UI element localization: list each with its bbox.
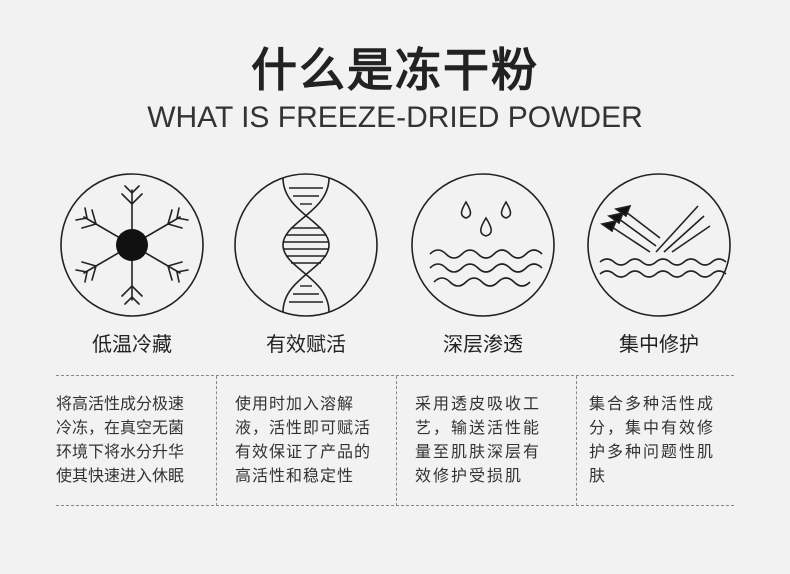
description-line: 效修护受损肌	[415, 466, 524, 485]
description-line: 环境下将水分升华	[56, 442, 185, 461]
description-line: 使用时加入溶解	[235, 394, 355, 413]
dna-helix-icon	[233, 172, 379, 318]
description-line: 有效保证了产品的	[235, 442, 372, 461]
description-line: 分，集中有效修	[589, 418, 716, 437]
snowflake-icon	[59, 172, 205, 318]
description-line: 集合多种活性成	[589, 394, 716, 413]
description-effective-activation: 使用时加入溶解 液，活性即可赋活 有效保证了产品的 高活性和稳定性	[216, 376, 396, 506]
page-title-cn: 什么是冻干粉	[251, 43, 539, 97]
description-line: 量至肌肤深层有	[415, 442, 542, 461]
feature-label: 深层渗透	[443, 332, 523, 356]
description-deep-penetration: 采用透皮吸收工 艺，输送活性能 量至肌肤深层有 效修护受损肌	[396, 376, 576, 506]
description-line: 使其快速进入休眠	[56, 466, 185, 485]
description-line: 肤	[589, 466, 608, 485]
feature-label: 有效赋活	[266, 332, 346, 356]
page-title-en: WHAT IS FREEZE-DRIED POWDER	[147, 101, 643, 134]
description-line: 将高活性成分极速	[56, 394, 185, 413]
feature-deep-penetration: 深层渗透	[395, 172, 571, 362]
description-line: 液，活性即可赋活	[235, 418, 372, 437]
description-line: 冷冻，在真空无菌	[56, 418, 185, 437]
description-line: 采用透皮吸收工	[415, 394, 542, 413]
description-low-temp: 将高活性成分极速 冷冻，在真空无菌 环境下将水分升华 使其快速进入休眠	[56, 376, 216, 506]
description-line: 艺，输送活性能	[415, 418, 542, 437]
description-line: 高活性和稳定性	[235, 466, 355, 485]
feature-label: 集中修护	[619, 332, 699, 356]
description-table: 将高活性成分极速 冷冻，在真空无菌 环境下将水分升华 使其快速进入休眠 使用时加…	[56, 375, 734, 506]
feature-low-temp: 低温冷藏	[44, 172, 220, 362]
arrows-waves-icon	[586, 172, 732, 318]
feature-concentrated-repair: 集中修护	[571, 172, 747, 362]
description-concentrated-repair: 集合多种活性成 分，集中有效修 护多种问题性肌 肤	[576, 376, 734, 506]
water-drops-waves-icon	[410, 172, 556, 318]
description-line: 护多种问题性肌	[589, 442, 716, 461]
feature-label: 低温冷藏	[92, 332, 172, 356]
feature-effective-activation: 有效赋活	[218, 172, 394, 362]
